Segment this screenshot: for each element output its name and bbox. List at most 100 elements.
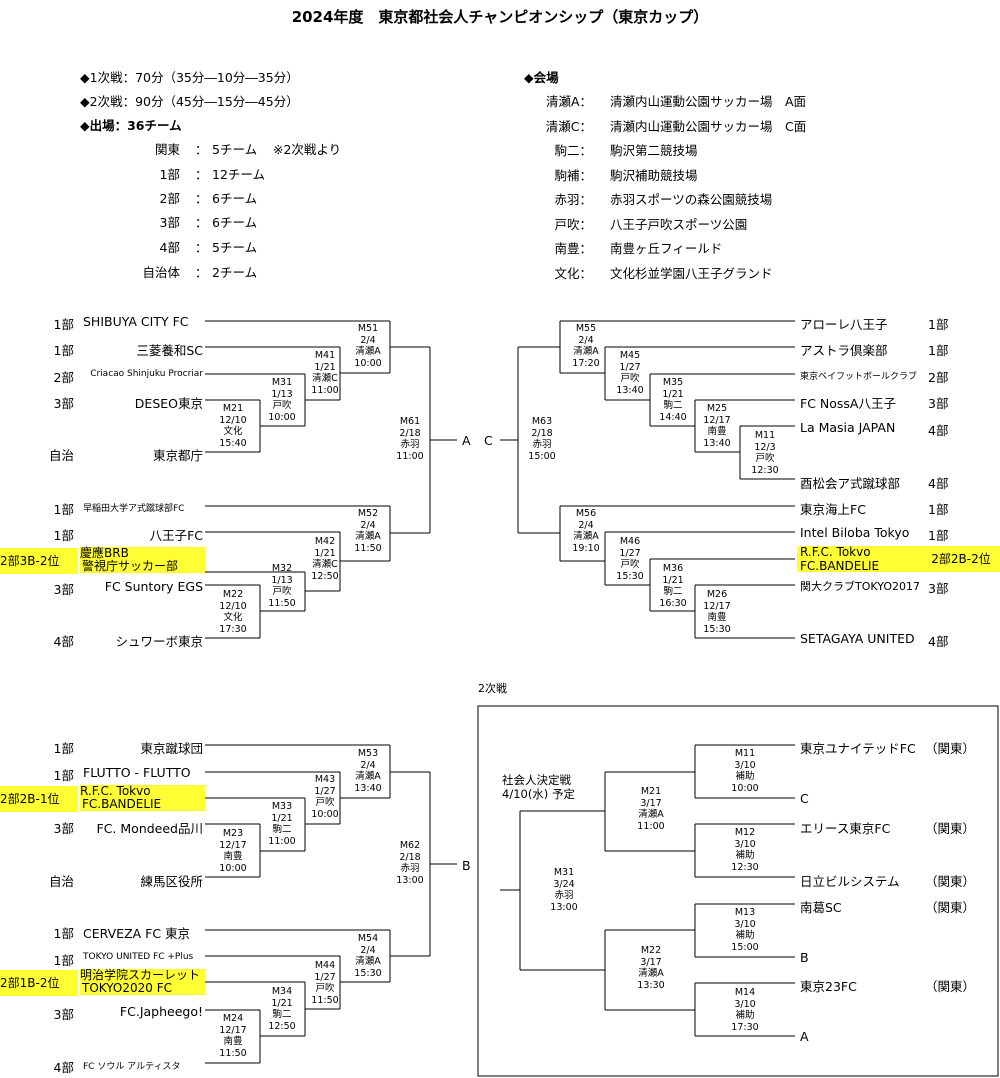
breakdown-count: ： xyxy=(195,142,208,157)
team-name: 三菱養和SC xyxy=(136,343,203,358)
team-division: （関東） xyxy=(925,741,976,756)
team-division: 1部 xyxy=(53,528,74,543)
breakdown-sep: ： xyxy=(195,191,208,206)
venue-code: 駒補： xyxy=(554,167,592,183)
breakdown-count: 2チーム xyxy=(212,265,258,280)
breakdown-cat: 3部 xyxy=(159,215,180,230)
team-name: Criacao Shinjuku Procriar xyxy=(90,369,203,379)
team-name: TOKYO2020 FC xyxy=(82,981,172,995)
team-name: R.F.C. Tokvo xyxy=(797,546,925,572)
venue-name: 八王子戸吹スポーツ公園 xyxy=(610,216,748,232)
team-name: アストラ倶楽部 xyxy=(800,343,888,358)
team-division: 3部 xyxy=(928,581,949,596)
final-label: 社会人決定戦 xyxy=(502,773,571,787)
breakdown-count: 12チーム xyxy=(212,167,266,182)
team-division: （関東） xyxy=(925,821,976,836)
venue-title: ◆会場 xyxy=(524,70,559,85)
team-name: 早稲田大学ア式蹴球部FC xyxy=(83,504,185,514)
round2-label: 2次戦 xyxy=(478,682,507,695)
team-division: 1部 xyxy=(53,317,74,332)
team-division: 3部 xyxy=(928,396,949,411)
venue-name: 清瀬内山運動公園サッカー場 A面 xyxy=(610,94,807,109)
venue-name: 赤羽スポーツの森公園競技場 xyxy=(610,192,773,207)
team-name: C xyxy=(800,791,809,806)
venue-code: 赤羽： xyxy=(554,192,592,207)
team-name: FC NossA八王子 xyxy=(800,396,896,411)
team-division: 3部 xyxy=(53,1007,74,1022)
team-division: 4部 xyxy=(928,476,949,491)
team-division: 自治 xyxy=(48,448,74,463)
team-division: 1部 xyxy=(928,317,949,332)
venue-name: 文化杉並学園八王子グランド xyxy=(610,265,773,281)
team-name: エリース東京FC xyxy=(800,821,891,836)
team-division: 4部 xyxy=(53,1060,74,1075)
page-title: 2024年度 東京都社会人チャンピオンシップ（東京カップ） xyxy=(291,8,709,26)
team-division: 4部 xyxy=(53,634,74,649)
team-division: （関東） xyxy=(925,874,976,889)
team-division: （関東） xyxy=(925,900,976,915)
team-division: 1部 xyxy=(53,741,74,756)
team-division: 4部 xyxy=(928,634,949,649)
team-name: SHIBUYA CITY FC xyxy=(83,314,189,329)
team-division: 1部 xyxy=(928,343,949,358)
team-division: （関東） xyxy=(925,979,976,994)
team-name: 東京ベイフットボールクラブ xyxy=(800,372,918,382)
venue-name: 駒沢第二競技場 xyxy=(610,143,698,158)
team-name: FC.BANDELIE xyxy=(800,559,880,573)
venue-code: 清瀬A： xyxy=(545,94,592,109)
team-division: 3部 xyxy=(53,396,74,411)
team-name: アローレ八王子 xyxy=(800,317,888,332)
breakdown-count: 5チーム xyxy=(212,142,258,157)
team-name: DESEO東京 xyxy=(134,396,203,411)
venue-code: 戸吹： xyxy=(554,216,592,232)
team-division: 1部 xyxy=(928,502,949,517)
team-division: 2部 xyxy=(928,370,949,385)
team-name: 関大クラブTOKYO2017 xyxy=(800,580,920,593)
team-name: TOKYO UNITED FC +Plus xyxy=(83,952,194,962)
team-division: 1部 xyxy=(53,343,74,358)
team-name: 東京ユナイテッドFC xyxy=(800,741,916,756)
breakdown-sep: ： xyxy=(195,265,208,280)
team-division: 2部2B-2位 xyxy=(922,546,1000,572)
team-name: 酉松会ア式蹴球部 xyxy=(800,476,901,491)
team-division: 2部2B-1位 xyxy=(0,786,78,812)
team-name: FLUTTO - FLUTTO xyxy=(83,765,191,780)
team-name: シュワーボ東京 xyxy=(115,634,203,649)
bracket-mark: C xyxy=(484,433,493,448)
breakdown-sep: ： xyxy=(195,240,208,255)
team-name: 警視庁サッカー部 xyxy=(82,559,179,573)
team-name: 慶應BRB xyxy=(80,547,205,573)
team-name: La Masia JAPAN xyxy=(800,420,896,435)
team-name: B xyxy=(800,950,809,965)
team-name: 東京蹴球団 xyxy=(140,741,203,756)
round2-rule: ◆2次戦：90分（45分―15分―45分） xyxy=(80,94,299,109)
entries-count: ◆出場：36チーム xyxy=(80,118,182,133)
venue-code: 文化： xyxy=(554,265,592,281)
breakdown-count: 6チーム xyxy=(212,215,258,230)
venue-name: 南豊ヶ丘フィールド xyxy=(610,241,723,256)
team-name: SETAGAYA UNITED xyxy=(800,631,915,646)
team-division: 3部 xyxy=(53,582,74,597)
venue-code: 南豊： xyxy=(554,241,592,256)
team-name: 八王子FC xyxy=(149,528,203,543)
